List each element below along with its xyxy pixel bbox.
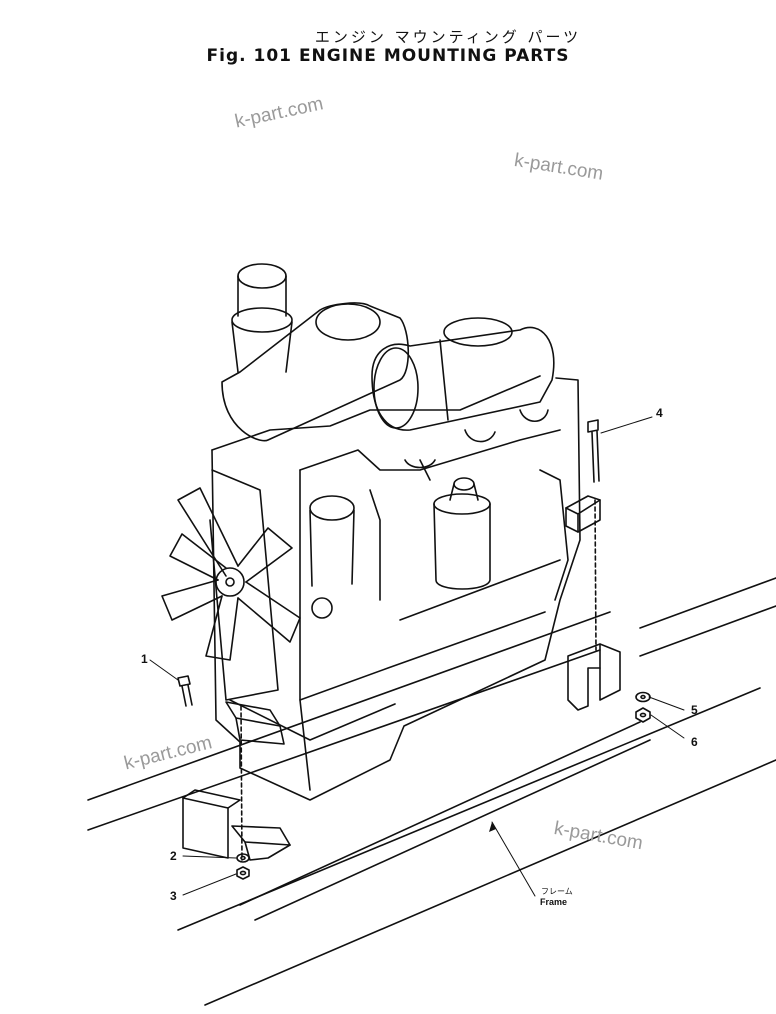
figure-title-japanese: エンジン マウンティング パーツ — [314, 28, 582, 46]
frame-rails — [87, 577, 776, 1006]
frame-label: Frame — [540, 897, 568, 907]
leader-lines — [149, 416, 685, 897]
callout-5: 5 — [691, 703, 698, 717]
nut-6 — [635, 707, 651, 723]
frame-label-japanese: フレーム — [541, 887, 573, 896]
bolt-4 — [587, 419, 600, 651]
leader-arrowheads — [489, 822, 496, 832]
callout-6: 6 — [691, 735, 698, 749]
figure-title-english: ENGINE MOUNTING PARTS — [298, 46, 570, 66]
callout-2: 2 — [170, 849, 177, 863]
rear-frame-bracket — [567, 643, 621, 711]
cooling-fan — [161, 469, 301, 701]
callout-4: 4 — [656, 406, 663, 420]
exhaust-manifold — [221, 263, 410, 442]
side-cylinder — [309, 495, 355, 619]
figure-title: Fig. 101 ENGINE MOUNTING PARTS — [0, 46, 776, 66]
callout-3: 3 — [170, 889, 177, 903]
figure-number: Fig. 101 — [206, 46, 293, 66]
washer-2 — [236, 853, 250, 863]
figure-header: エンジン マウンティング パーツ Fig. 101 ENGINE MOUNTIN… — [0, 28, 776, 66]
washer-5 — [635, 691, 651, 703]
front-bolt-axis — [240, 705, 243, 861]
oil-filter — [433, 477, 491, 590]
front-frame-bracket — [182, 789, 291, 861]
air-cleaner — [371, 317, 555, 481]
front-engine-bracket — [225, 701, 285, 745]
rear-engine-bracket — [565, 495, 601, 533]
engine-block — [211, 375, 581, 801]
bolt-1 — [177, 675, 193, 707]
nut-3 — [236, 866, 250, 880]
callout-1: 1 — [141, 652, 148, 666]
